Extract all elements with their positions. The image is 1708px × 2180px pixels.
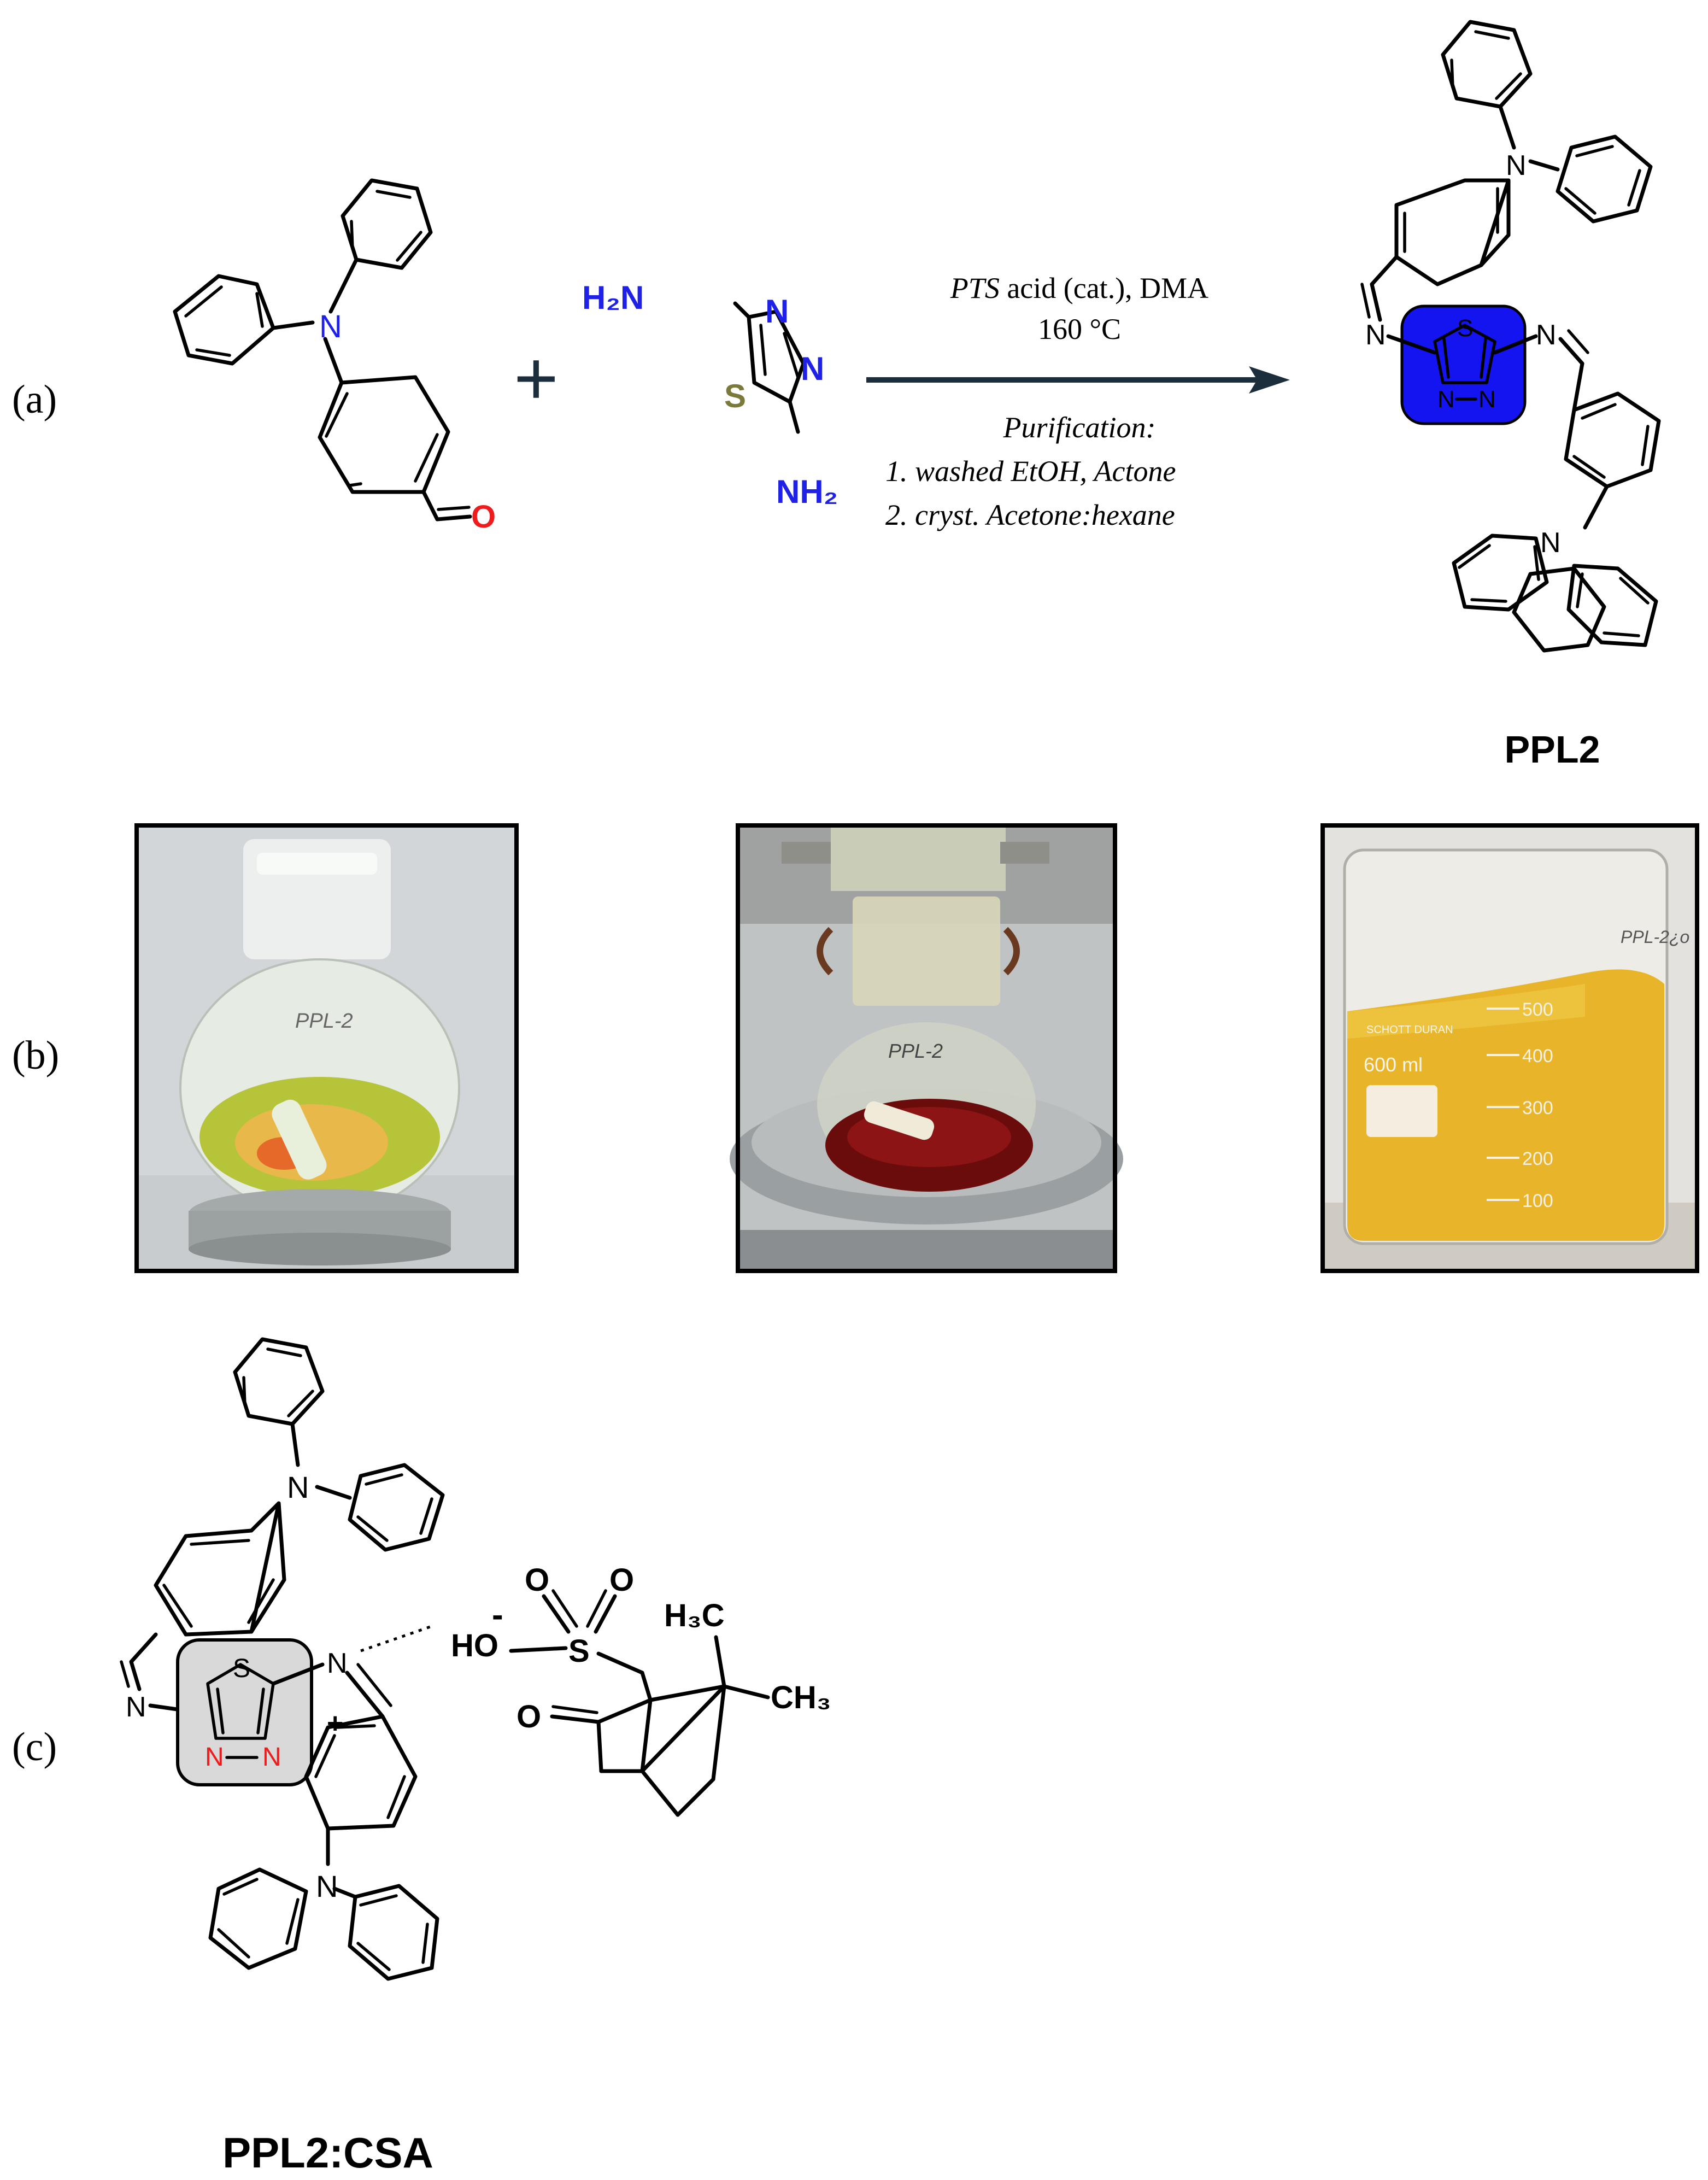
methyl-top: H₃C <box>664 1598 725 1633</box>
atom-o-ketone: O <box>516 1699 541 1734</box>
atom-o-aldehyde: O <box>471 499 496 535</box>
svg-text:100: 100 <box>1522 1191 1553 1211</box>
atom-n-complex-ring-left: N <box>205 1743 224 1772</box>
atom-s-thiadiazole: S <box>724 378 746 414</box>
photo1-flask-label: PPL-2 <box>295 1010 353 1033</box>
purification-step2: 2. cryst. Acetone:hexane <box>885 499 1175 531</box>
complex-ppl2-csa-structure: N N S N N N + <box>120 1337 831 1981</box>
panel-label-c: (c) <box>12 1725 57 1769</box>
beaker-brand: SCHOTT DURAN <box>1366 1024 1453 1036</box>
beaker-volume: 600 ml <box>1364 1053 1423 1076</box>
hydroxyl-group: HO <box>451 1628 498 1663</box>
atom-n1-thiadiazole: N <box>765 293 789 330</box>
atom-n-complex-imine-left: N <box>126 1691 146 1723</box>
panel-label-a: (a) <box>12 377 57 422</box>
reaction-conditions-line2: 160 °C <box>1038 313 1121 345</box>
photo2-flask-label: PPL-2 <box>888 1040 943 1062</box>
atom-o-sulfonyl-2: O <box>609 1562 634 1598</box>
atom-n-complex-imine-right: N <box>327 1648 348 1679</box>
atom-n-product-ring-left: N <box>1437 386 1455 413</box>
photo3-beaker-label: PPL-2¿o <box>1621 927 1689 947</box>
atom-n-complex-bottom: N <box>316 1869 338 1903</box>
plus-sign: + <box>514 335 559 421</box>
photo-flask-1: PPL-2 <box>134 823 519 1273</box>
purification-step1: 1. washed EtOH, Actone <box>885 455 1176 488</box>
reagent-triphenylamine-aldehyde: N O <box>173 178 496 535</box>
atom-n-imine-right: N <box>1536 319 1557 351</box>
reagent-diaminothiadiazole: H₂N N N S NH₂ <box>582 279 838 510</box>
svg-text:400: 400 <box>1522 1046 1553 1066</box>
atom-n-complex-ring-right: N <box>262 1743 281 1772</box>
atom-o-sulfonyl-1: O <box>525 1562 549 1598</box>
panel-label-b: (b) <box>12 1033 59 1078</box>
purification-title: Purification: <box>1003 411 1156 444</box>
atom-n-reagent1: N <box>319 309 342 344</box>
atom-s-sulfonyl: S <box>568 1633 590 1669</box>
product-label: PPL2 <box>1504 728 1600 771</box>
methyl-right: CH₃ <box>771 1680 831 1715</box>
thiadiazole-highlight-gray <box>176 1638 313 1786</box>
svg-text:200: 200 <box>1522 1148 1553 1169</box>
atom-n-product-ring-right: N <box>1478 386 1496 413</box>
product-ppl2-structure: N S N N N N N <box>1360 20 1661 653</box>
atom-n-product-top: N <box>1506 150 1527 181</box>
atom-n-imine-left: N <box>1365 319 1386 351</box>
svg-text:300: 300 <box>1522 1098 1553 1118</box>
beaker-scale: 500 400 300 200 100 <box>1487 999 1553 1211</box>
reaction-arrow <box>866 366 1290 394</box>
atom-n-product-bottom: N <box>1540 527 1561 559</box>
amine-top: H₂N <box>582 279 644 316</box>
atom-s-complex-ring: S <box>233 1654 250 1683</box>
amine-bottom: NH₂ <box>776 473 838 510</box>
atom-s-product: S <box>1457 315 1473 342</box>
charge-minus: - <box>492 1596 503 1634</box>
reaction-conditions-line1: PTS acid (cat.), DMA <box>950 272 1208 304</box>
photo-beaker: 600 ml SCHOTT DURAN 500 400 300 200 100 … <box>1320 823 1699 1273</box>
svg-text:500: 500 <box>1522 999 1553 1020</box>
complex-label: PPL2:CSA <box>222 2129 433 2177</box>
atom-n-complex-top: N <box>287 1470 309 1504</box>
thiadiazole-highlight <box>1400 304 1527 425</box>
atom-n2-thiadiazole: N <box>801 350 824 387</box>
photo-flask-2: PPL-2 <box>730 823 1123 1273</box>
